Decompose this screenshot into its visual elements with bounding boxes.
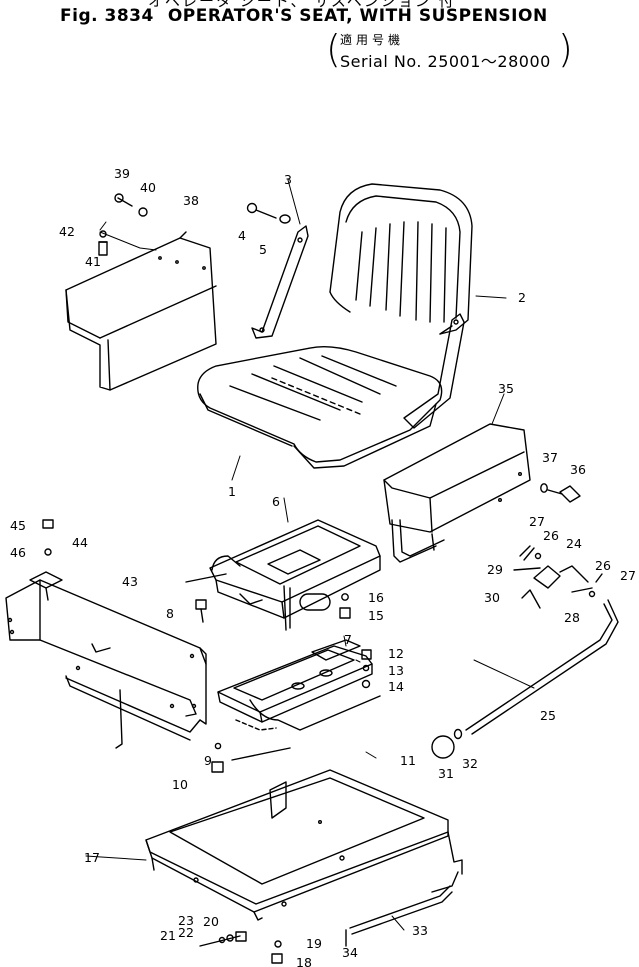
callout-40: 40 bbox=[140, 180, 156, 195]
callout-17: 17 bbox=[84, 850, 100, 865]
callout-29: 29 bbox=[487, 562, 503, 577]
callout-7: 7 bbox=[344, 632, 352, 647]
bracket-screw bbox=[42, 519, 54, 556]
callout-21: 21 bbox=[160, 928, 176, 943]
armrest-bolts bbox=[98, 193, 148, 256]
callout-25: 25 bbox=[540, 708, 556, 723]
callout-11: 11 bbox=[400, 753, 416, 768]
callout-34: 34 bbox=[342, 945, 358, 960]
right-paren: ) bbox=[558, 27, 573, 71]
leader-lines bbox=[85, 179, 535, 931]
side-bracket bbox=[5, 571, 207, 749]
left-paren: ( bbox=[326, 27, 341, 71]
callout-32: 32 bbox=[462, 756, 478, 771]
callout-14: 14 bbox=[388, 679, 404, 694]
left-armrest bbox=[65, 231, 217, 391]
link-rod bbox=[345, 871, 459, 947]
callout-20: 20 bbox=[203, 914, 219, 929]
callout-3: 3 bbox=[284, 172, 292, 187]
callout-18: 18 bbox=[296, 955, 312, 967]
figure-number: Fig. 3834 bbox=[60, 6, 154, 26]
callout-45: 45 bbox=[10, 518, 26, 533]
callout-37: 37 bbox=[542, 450, 558, 465]
armrest-screw bbox=[540, 483, 581, 503]
japanese-title: オペレータ シート、 サスペンション 付 bbox=[148, 0, 456, 10]
callout-28: 28 bbox=[564, 610, 580, 625]
callout-26b: 26 bbox=[595, 558, 611, 573]
callout-23: 23 bbox=[178, 913, 194, 928]
adjustment-lever bbox=[431, 545, 619, 759]
callout-8: 8 bbox=[166, 606, 174, 621]
callout-4: 4 bbox=[238, 228, 246, 243]
callout-46: 46 bbox=[10, 545, 26, 560]
serial-applicability-label: 適用号機 bbox=[340, 33, 405, 47]
callout-33: 33 bbox=[412, 923, 428, 938]
callout-16: 16 bbox=[368, 590, 384, 605]
callout-43: 43 bbox=[122, 574, 138, 589]
callout-27a: 27 bbox=[529, 514, 545, 529]
figure-title-line: Fig. 3834 OPERATOR'S SEAT, WITH SUSPENSIO… bbox=[60, 6, 548, 26]
callout-41: 41 bbox=[85, 254, 101, 269]
callout-15: 15 bbox=[368, 608, 384, 623]
seat-assembly bbox=[197, 183, 473, 469]
callout-35: 35 bbox=[498, 381, 514, 396]
callout-42: 42 bbox=[59, 224, 75, 239]
callout-6: 6 bbox=[272, 494, 280, 509]
callout-36: 36 bbox=[570, 462, 586, 477]
callout-19: 19 bbox=[306, 936, 322, 951]
callout-24: 24 bbox=[566, 536, 582, 551]
callout-5: 5 bbox=[259, 242, 267, 257]
callout-1: 1 bbox=[228, 484, 236, 499]
callout-13: 13 bbox=[388, 663, 404, 678]
serial-number-range: Serial No. 25001～28000 bbox=[340, 52, 551, 71]
callout-10: 10 bbox=[172, 777, 188, 792]
slide-rail bbox=[217, 639, 381, 731]
callout-2: 2 bbox=[518, 290, 526, 305]
callout-39: 39 bbox=[114, 166, 130, 181]
seat-suspension bbox=[209, 519, 381, 631]
floor-plate bbox=[145, 769, 463, 921]
callout-38: 38 bbox=[183, 193, 199, 208]
callout-31: 31 bbox=[438, 766, 454, 781]
suspension-bolts bbox=[185, 573, 351, 623]
callout-44: 44 bbox=[72, 535, 88, 550]
callout-30: 30 bbox=[484, 590, 500, 605]
figure-title: OPERATOR'S SEAT, WITH SUSPENSION bbox=[167, 6, 548, 26]
callout-12: 12 bbox=[388, 646, 404, 661]
right-armrest bbox=[383, 423, 531, 563]
callout-26a: 26 bbox=[543, 528, 559, 543]
callout-numbers: 1 2 3 4 5 6 7 8 9 10 11 12 13 14 15 16 1… bbox=[10, 166, 636, 967]
callout-27b: 27 bbox=[620, 568, 636, 583]
callout-22: 22 bbox=[178, 925, 194, 940]
diagram-header: オペレータ シート、 サスペンション 付 Fig. 3834 OPERATOR'S… bbox=[0, 0, 639, 80]
rail-fasteners bbox=[211, 649, 372, 773]
callout-9: 9 bbox=[204, 753, 212, 768]
bracket-bolt bbox=[246, 202, 291, 224]
plate-fasteners bbox=[199, 931, 283, 964]
